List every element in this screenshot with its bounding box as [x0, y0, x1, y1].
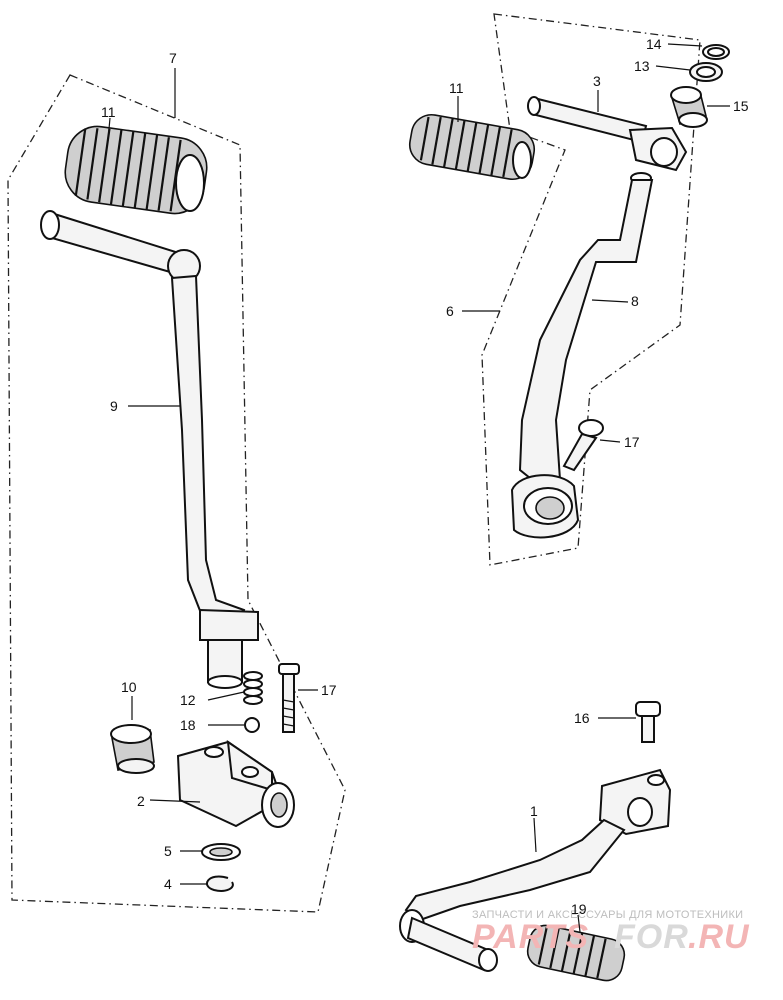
callout-13: 13 [634, 58, 650, 74]
assembly-outline-7 [7, 74, 346, 913]
watermark-brand-ru: .RU [688, 918, 750, 956]
grip-rubber-right [408, 113, 536, 181]
callout-12: 12 [180, 692, 196, 708]
pedal-rubber [526, 924, 626, 982]
watermark-tagline: ЗАПЧАСТИ И АКСЕССУАРЫ ДЛЯ МОТОТЕХНИКИ [472, 909, 743, 921]
gear-change-pedal [399, 768, 672, 972]
callout-17-right: 17 [624, 434, 640, 450]
callout-2: 2 [137, 793, 145, 809]
kick-lever-arm [40, 210, 259, 689]
kick-boss [176, 739, 295, 828]
callout-9: 9 [110, 398, 118, 414]
bolt-left [278, 663, 300, 733]
callout-4: 4 [164, 876, 172, 892]
kick-arm [510, 172, 654, 539]
peg-shaft [527, 96, 688, 172]
callout-14: 14 [646, 36, 662, 52]
bolt-right [562, 419, 604, 472]
callout-10: 10 [121, 679, 137, 695]
steel-ball [244, 717, 260, 733]
grip-rubber-left [64, 125, 208, 215]
spring [243, 671, 263, 705]
collar [110, 724, 155, 774]
callout-3: 3 [593, 73, 601, 89]
callout-5: 5 [164, 843, 172, 859]
watermark-brand-for: FOR [614, 918, 689, 956]
assembly-outline-6 [481, 13, 701, 566]
callout-15: 15 [733, 98, 749, 114]
callout-8: 8 [631, 293, 639, 309]
callout-17-left: 17 [321, 682, 337, 698]
bushing [670, 86, 708, 128]
watermark-brand-parts: PARTS [472, 918, 589, 956]
callout-1: 1 [530, 803, 538, 819]
circlip [206, 875, 234, 892]
callout-18: 18 [180, 717, 196, 733]
bolt-pedal [635, 701, 661, 743]
callout-11-left: 11 [101, 104, 116, 120]
callout-7: 7 [169, 50, 177, 66]
callout-6: 6 [446, 303, 454, 319]
callout-16: 16 [574, 710, 590, 726]
callout-19: 19 [571, 901, 587, 917]
leader-lines [107, 43, 730, 933]
callout-11-right: 11 [449, 80, 464, 96]
